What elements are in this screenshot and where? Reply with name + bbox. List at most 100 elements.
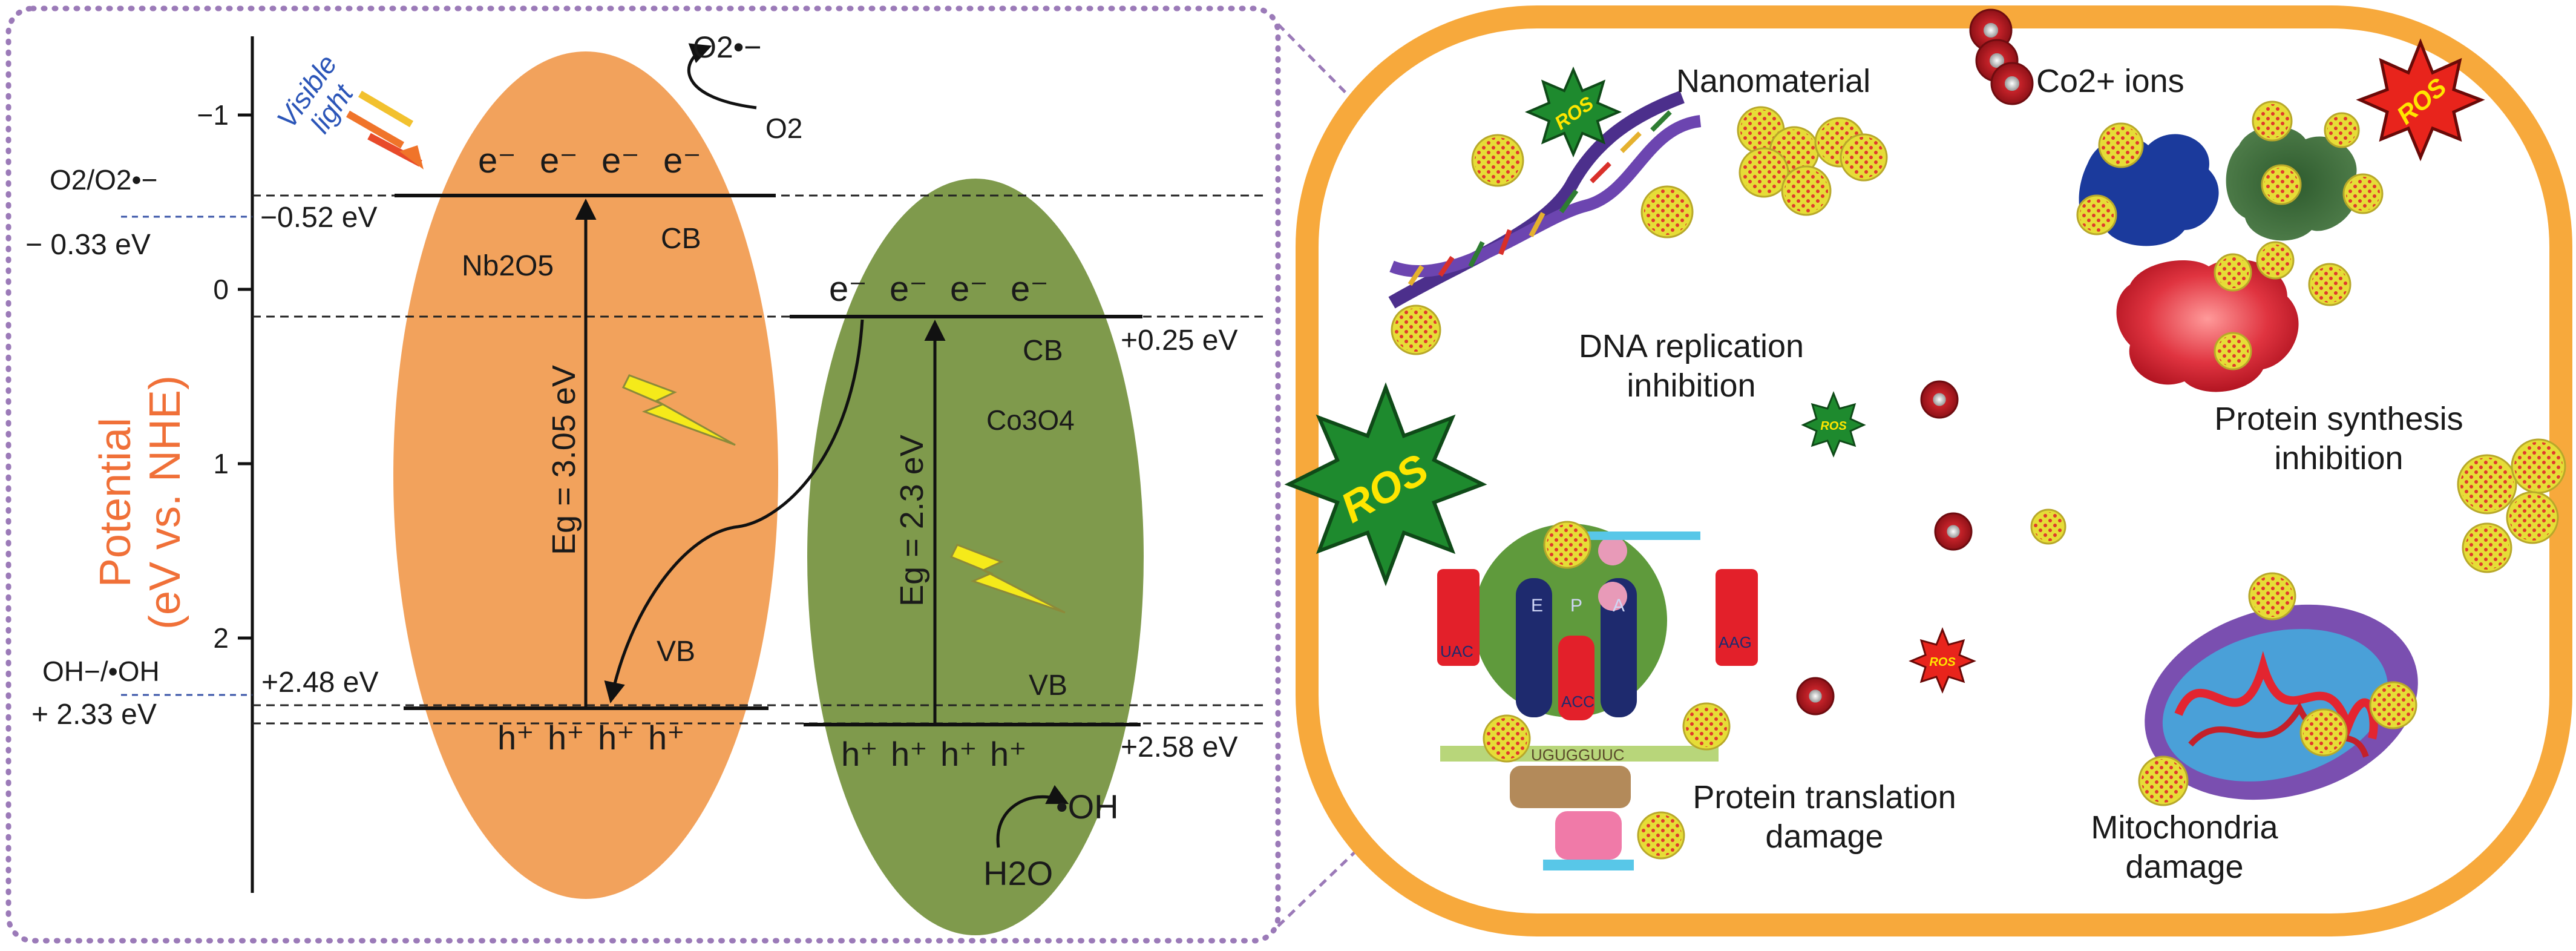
axis-tick-label: −1 xyxy=(197,99,229,131)
hole-nb-4: h⁺ xyxy=(648,719,685,757)
hole-nb-1: h⁺ xyxy=(497,719,534,757)
hole-co-4: h⁺ xyxy=(990,735,1027,773)
h2o-reactant-label: H2O xyxy=(983,854,1053,892)
co-vb-label: VB xyxy=(1029,670,1067,702)
mitochondria-label-line1: Mitochondria xyxy=(2091,809,2278,846)
nanoparticle-dots xyxy=(1486,718,1527,759)
electron-nb-4: e⁻ xyxy=(663,141,701,180)
nanoparticle-dots xyxy=(2514,442,2563,490)
hole-row-co: h⁺ h⁺ h⁺ h⁺ xyxy=(841,735,1027,773)
translation-label-line1: Protein translation xyxy=(1693,779,1956,815)
nanomaterial-label: Nanomaterial xyxy=(1676,63,1870,99)
o2-product-label: O2•− xyxy=(693,30,761,64)
axis-tick-label: 2 xyxy=(213,622,229,654)
mitochondria-label-line2: damage xyxy=(2125,849,2243,885)
oh-couple-value: + 2.33 eV xyxy=(31,699,157,731)
codon-acc: ACC xyxy=(1561,693,1594,711)
nanoparticle-dots xyxy=(2142,759,2185,803)
o2-reduction-arrow xyxy=(687,43,757,110)
nanoparticle-dots xyxy=(1686,706,1727,747)
charge-transfer-arrow xyxy=(604,319,864,703)
co-ion xyxy=(1990,62,2034,105)
hole-co-1: h⁺ xyxy=(841,735,878,773)
dna-helix xyxy=(1388,90,1702,309)
nanoparticle-dots xyxy=(2255,104,2289,138)
lightning-icon-nb xyxy=(621,374,736,446)
co3o4-label: Co3O4 xyxy=(986,404,1075,436)
axis-tick-label: 1 xyxy=(213,448,229,479)
nanoparticle-dots xyxy=(2373,685,2414,726)
nanoparticle-dots xyxy=(2217,335,2249,367)
electron-co-1: e⁻ xyxy=(829,269,867,309)
nb-cb-value: −0.52 eV xyxy=(260,202,378,234)
o2-couple-value: − 0.33 eV xyxy=(25,229,151,261)
oh-product-label: •OH xyxy=(1056,788,1119,826)
ros-burst-small-red: ROS xyxy=(1909,627,1976,694)
nb-cb-label: CB xyxy=(661,223,701,255)
light-rays-icon xyxy=(346,90,424,169)
dna-label-line1: DNA replication xyxy=(1579,328,1804,364)
protein-synthesis-label-line1: Protein synthesis xyxy=(2214,401,2463,437)
nanoparticle-dots xyxy=(1843,137,1884,178)
translation-label-line2: damage xyxy=(1765,818,1883,855)
nanoparticle-dots xyxy=(1785,169,1828,212)
co-ions-group xyxy=(1796,8,2034,716)
ros-label-small-green: ROS xyxy=(1820,420,1847,433)
ros-burst-large: ROS xyxy=(1284,382,1487,587)
nanoparticle-dots xyxy=(2460,458,2514,511)
hole-co-3: h⁺ xyxy=(940,735,977,773)
electron-co-2: e⁻ xyxy=(890,269,928,309)
codon-aag: AAG xyxy=(1719,633,1752,651)
nb-gap-label: Eg = 3.05 eV xyxy=(546,365,582,555)
nanoparticle-dots xyxy=(2080,198,2114,232)
protein-synthesis-label-line2: inhibition xyxy=(2274,440,2403,476)
electron-row-nb: e⁻ e⁻ e⁻ e⁻ xyxy=(478,141,701,180)
nanoparticle-dots xyxy=(1644,189,1690,235)
axis-tick-label: 0 xyxy=(213,274,229,305)
co-vb-value: +2.58 eV xyxy=(1121,731,1238,763)
co-ions-label: Co2+ ions xyxy=(2036,63,2184,99)
nanoparticle-dots xyxy=(2217,257,2249,288)
nanoparticle-dots xyxy=(1394,308,1438,352)
protein-blob-red xyxy=(2116,259,2299,392)
nanoparticles-group xyxy=(1391,100,2566,860)
axis-title-potential: Potential xyxy=(91,418,140,587)
electron-row-co: e⁻ e⁻ e⁻ e⁻ xyxy=(829,269,1049,309)
electron-co-3: e⁻ xyxy=(950,269,988,309)
o2-reactant-label: O2 xyxy=(765,113,802,144)
left-panel-frame xyxy=(5,5,1281,944)
nanoparticle-dots xyxy=(1547,524,1588,565)
ros-burst-dna: ROS xyxy=(1524,66,1622,158)
electron-nb-1: e⁻ xyxy=(478,141,516,180)
electron-nb-3: e⁻ xyxy=(601,141,640,180)
nb2o5-label: Nb2O5 xyxy=(462,250,554,282)
nanoparticle-dots xyxy=(2264,168,2298,202)
ros-burst-protein: ROS xyxy=(2356,38,2485,162)
nb-vb-label: VB xyxy=(657,636,695,668)
ros-burst-small-green: ROS xyxy=(1801,390,1866,458)
electron-nb-2: e⁻ xyxy=(540,141,578,180)
nanoparticle-dots xyxy=(1742,151,1786,194)
co-ion xyxy=(1934,512,1973,551)
nb-vb-value: +2.48 eV xyxy=(261,666,379,699)
codon-uac: UAC xyxy=(1440,642,1473,660)
hole-nb-2: h⁺ xyxy=(548,719,585,757)
oh-couple-label: OH−/•OH xyxy=(42,656,160,687)
nanoparticle-dots xyxy=(2312,266,2348,303)
mrna-sequence: UGUGGUUC xyxy=(1531,746,1625,764)
nanoparticle-dots xyxy=(2465,526,2509,570)
hole-row-nb: h⁺ h⁺ h⁺ h⁺ xyxy=(497,719,685,757)
nanoparticle-dots xyxy=(2303,712,2344,753)
co-cb-value: +0.25 eV xyxy=(1121,324,1238,357)
dna-label-line2: inhibition xyxy=(1627,367,1755,404)
co-ion xyxy=(1796,677,1835,716)
ribosome xyxy=(1437,524,1758,870)
nanoparticle-dots xyxy=(2034,512,2063,541)
nanoparticle-dots xyxy=(2346,177,2380,211)
nanoparticle-dots xyxy=(2260,245,2291,276)
nanoparticle-dots xyxy=(1475,137,1521,183)
nanoparticle-dots xyxy=(1640,815,1682,856)
h2o-oxidation-arrow xyxy=(996,785,1069,848)
co-cb-label: CB xyxy=(1023,335,1063,367)
